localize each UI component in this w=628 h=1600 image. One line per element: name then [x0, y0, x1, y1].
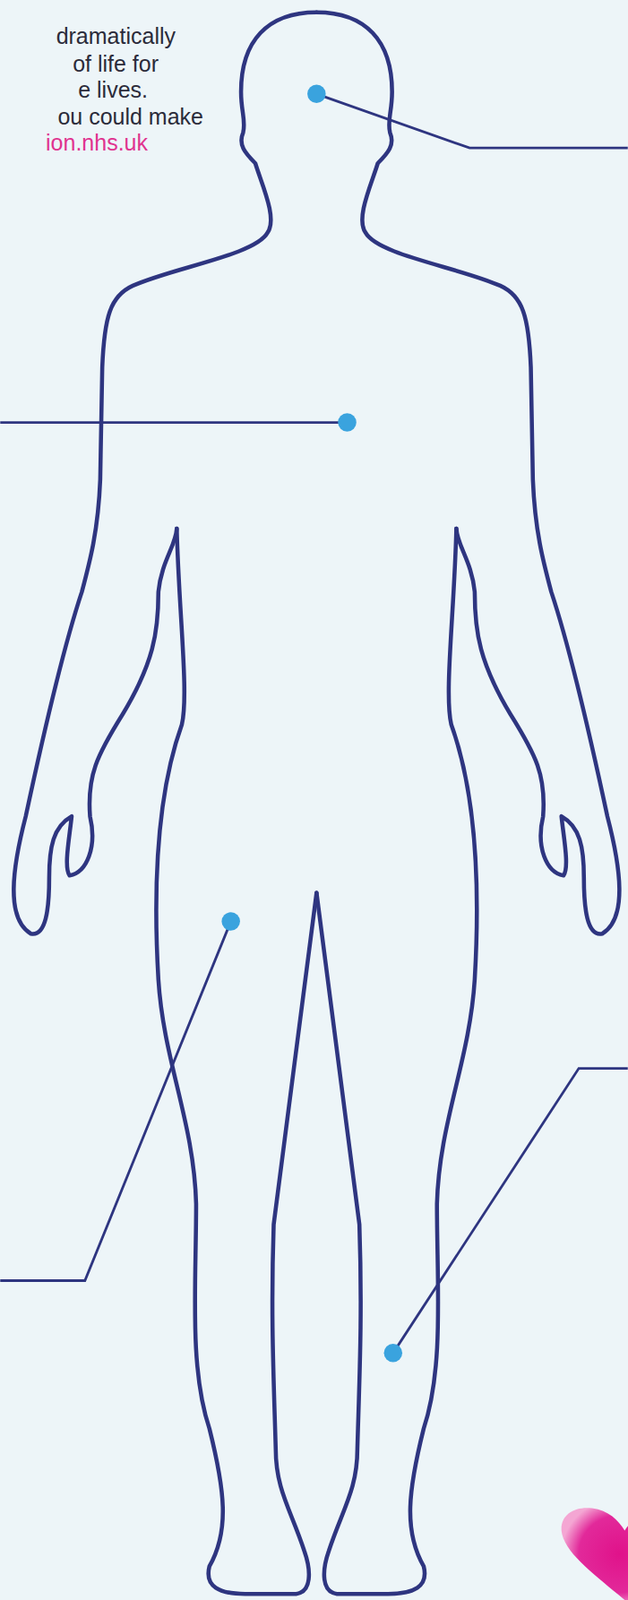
web-address: ion.nhs.uk [45, 129, 148, 156]
intro-text: ou could make [57, 103, 204, 130]
intro-text: of life for [72, 51, 159, 78]
intro-text: dramatically [56, 23, 176, 50]
intro-text: e lives. [77, 77, 148, 104]
